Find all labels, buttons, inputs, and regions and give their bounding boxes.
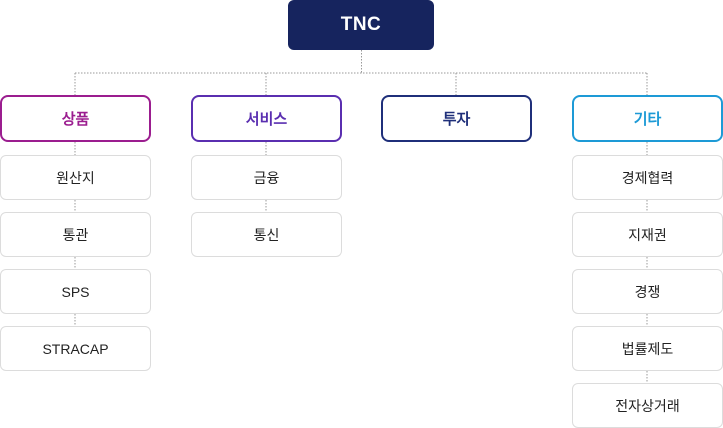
item-telecom: 통신 bbox=[191, 212, 342, 257]
item-label: 전자상거래 bbox=[615, 397, 680, 414]
item-legal-system: 법률제도 bbox=[572, 326, 723, 371]
category-investment: 투자 bbox=[381, 95, 532, 142]
category-label: 기타 bbox=[633, 111, 662, 128]
item-label: 경쟁 bbox=[634, 283, 661, 300]
item-label: 통신 bbox=[253, 226, 280, 243]
category-others: 기타 bbox=[572, 95, 723, 142]
item-label: 지재권 bbox=[628, 226, 667, 243]
item-e-commerce: 전자상거래 bbox=[572, 383, 723, 428]
category-label: 투자 bbox=[442, 111, 471, 128]
item-intellectual-property: 지재권 bbox=[572, 212, 723, 257]
item-label: STRACAP bbox=[42, 340, 109, 357]
item-label: SPS bbox=[61, 283, 90, 300]
root-node-label: TNC bbox=[340, 14, 382, 35]
item-label: 경제협력 bbox=[621, 169, 674, 186]
category-label: 서비스 bbox=[245, 111, 288, 128]
item-label: 통관 bbox=[62, 226, 89, 243]
item-stracap: STRACAP bbox=[0, 326, 151, 371]
item-label: 금융 bbox=[253, 169, 280, 186]
item-label: 법률제도 bbox=[621, 340, 674, 357]
category-services: 서비스 bbox=[191, 95, 342, 142]
item-sps: SPS bbox=[0, 269, 151, 314]
category-goods: 상품 bbox=[0, 95, 151, 142]
item-economic-cooperation: 경제협력 bbox=[572, 155, 723, 200]
item-origin: 원산지 bbox=[0, 155, 151, 200]
category-label: 상품 bbox=[61, 111, 90, 128]
item-customs: 통관 bbox=[0, 212, 151, 257]
root-node-tnc: TNC bbox=[288, 0, 434, 50]
item-label: 원산지 bbox=[56, 169, 95, 186]
item-competition: 경쟁 bbox=[572, 269, 723, 314]
item-finance: 금융 bbox=[191, 155, 342, 200]
